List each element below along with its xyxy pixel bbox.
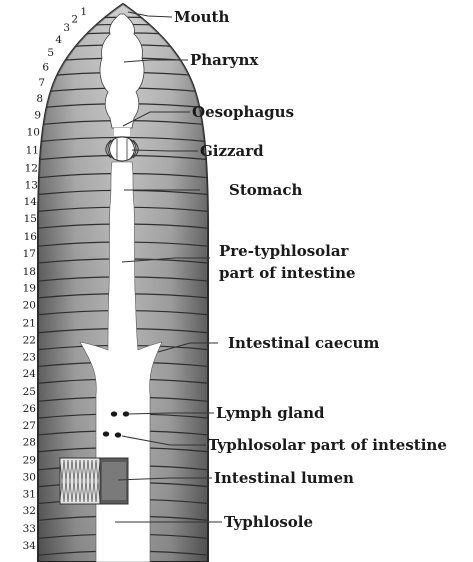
segment-number: 13 bbox=[25, 179, 38, 191]
segment-number: 27 bbox=[23, 420, 36, 432]
segment-number: 6 bbox=[42, 62, 49, 74]
label-lymph-gland: Lymph gland bbox=[216, 404, 325, 422]
segment-number: 15 bbox=[24, 213, 37, 225]
labels: Mouth Pharynx Oesophagus Gizzard Stomach… bbox=[174, 8, 447, 531]
label-oesophagus: Oesophagus bbox=[192, 103, 294, 121]
segment-number: 8 bbox=[36, 93, 43, 105]
segment-number: 17 bbox=[23, 248, 36, 260]
segment-number: 2 bbox=[71, 13, 78, 25]
segment-number: 26 bbox=[23, 403, 37, 415]
label-pre-typhlosolar-line1: Pre-typhlosolar bbox=[219, 242, 350, 260]
segment-number: 19 bbox=[23, 283, 36, 295]
oesophagus-shape bbox=[114, 128, 130, 136]
segment-number: 30 bbox=[23, 471, 36, 483]
label-typhlosolar-part: Typhlosolar part of intestine bbox=[208, 436, 447, 454]
segment-number: 3 bbox=[63, 22, 70, 34]
label-stomach: Stomach bbox=[229, 181, 302, 199]
segment-number: 1 bbox=[80, 6, 87, 18]
segment-number: 22 bbox=[23, 334, 36, 346]
segment-number: 23 bbox=[23, 351, 36, 363]
segment-number: 28 bbox=[23, 437, 36, 449]
segment-number: 12 bbox=[25, 163, 38, 175]
segment-number: 31 bbox=[23, 488, 36, 500]
segment-number: 33 bbox=[23, 523, 36, 535]
segment-number: 21 bbox=[23, 318, 36, 330]
segment-number: 29 bbox=[23, 455, 36, 467]
segment-number: 24 bbox=[23, 368, 37, 380]
segment-number: 11 bbox=[26, 144, 39, 156]
label-pre-typhlosolar-line2: part of intestine bbox=[219, 264, 356, 282]
label-gizzard: Gizzard bbox=[200, 142, 264, 160]
segment-number: 34 bbox=[23, 540, 37, 552]
segment-number: 14 bbox=[24, 196, 38, 208]
label-intestinal-lumen: Intestinal lumen bbox=[214, 469, 354, 487]
segment-number: 20 bbox=[23, 300, 36, 312]
segment-number: 4 bbox=[55, 34, 62, 46]
label-mouth: Mouth bbox=[174, 8, 229, 26]
segment-number: 16 bbox=[24, 231, 38, 243]
label-typhlosole: Typhlosole bbox=[224, 513, 313, 531]
segment-number: 5 bbox=[47, 47, 54, 59]
segment-number: 7 bbox=[38, 77, 45, 89]
segment-number: 18 bbox=[23, 266, 36, 278]
label-pharynx: Pharynx bbox=[190, 51, 259, 69]
segment-number: 10 bbox=[27, 126, 40, 138]
segment-number: 25 bbox=[23, 386, 36, 398]
gizzard-shape bbox=[106, 137, 139, 161]
segment-number: 32 bbox=[23, 505, 36, 517]
segment-number: 9 bbox=[34, 110, 41, 122]
typhlosole-cutaway bbox=[60, 458, 128, 504]
label-intestinal-caecum: Intestinal caecum bbox=[228, 334, 379, 352]
